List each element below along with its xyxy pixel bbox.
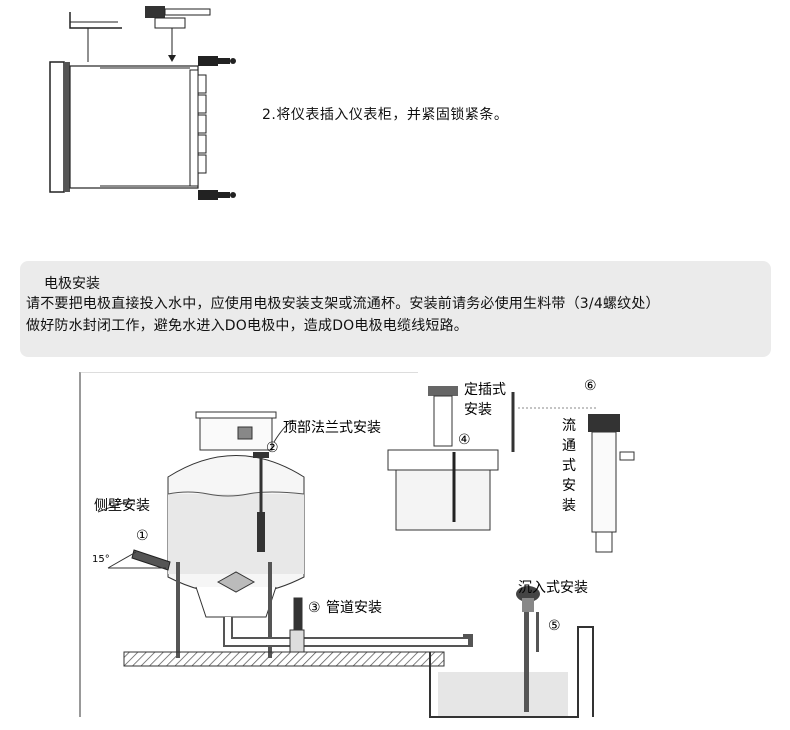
step-instruction: 2.将仪表插入仪表柜，并紧固锁紧条。 <box>262 107 509 123</box>
submersion-number: ⑤ <box>548 618 561 634</box>
pipe-label: 管道安装 <box>326 600 382 616</box>
flow-char: 装 <box>562 498 576 514</box>
pipe-number: ③ <box>308 600 321 616</box>
angle-label: 15° <box>92 554 110 565</box>
flow-cup <box>518 407 635 553</box>
notice-box: 电极安装 请不要把电极直接投入水中，应使用电极安装支架或流通杯。安装前请务必使用… <box>20 261 771 357</box>
side-wall-label: 侧壁安装 <box>94 498 150 514</box>
insert-label-line-1: 定插式 <box>464 382 506 398</box>
insert-number: ④ <box>458 432 471 448</box>
submersion-electrode <box>516 586 540 712</box>
top-flange-electrode <box>253 452 269 552</box>
ground <box>123 626 594 718</box>
flow-label: 流 通 式 安 装 <box>562 418 576 514</box>
pipe <box>223 597 473 653</box>
notice-title: 电极安装 <box>44 276 100 292</box>
flow-char: 安 <box>562 478 576 494</box>
flow-char: 式 <box>562 458 576 474</box>
electrode-installation-diagram: 15° 侧壁安装 ① ② 顶部法兰式安装 ③ 管道安装 沉入式安装 ⑤ <box>79 372 635 718</box>
top-flange-number: ② <box>266 440 279 456</box>
side-wall-number: ① <box>136 528 149 544</box>
notice-line-1: 请不要把电极直接投入水中，应使用电极安装支架或流通杯。安装前请务必使用生料带（3… <box>26 296 660 312</box>
tank <box>167 411 305 658</box>
side-electrode <box>107 549 171 571</box>
flow-char: 通 <box>562 438 576 454</box>
submersion-label: 沉入式安装 <box>518 580 588 596</box>
top-flange-label: 顶部法兰式安装 <box>283 420 381 436</box>
screw-top <box>145 6 211 62</box>
panel-mount-drawing <box>49 6 236 200</box>
flow-number: ⑥ <box>584 378 597 394</box>
insert-label-line-2: 安装 <box>464 402 492 418</box>
insert-type-electrode <box>387 386 515 531</box>
notice-line-2: 做好防水封闭工作，避免水进入DO电极中，造成DO电极电缆线短路。 <box>26 318 468 334</box>
flow-char: 流 <box>562 418 576 434</box>
